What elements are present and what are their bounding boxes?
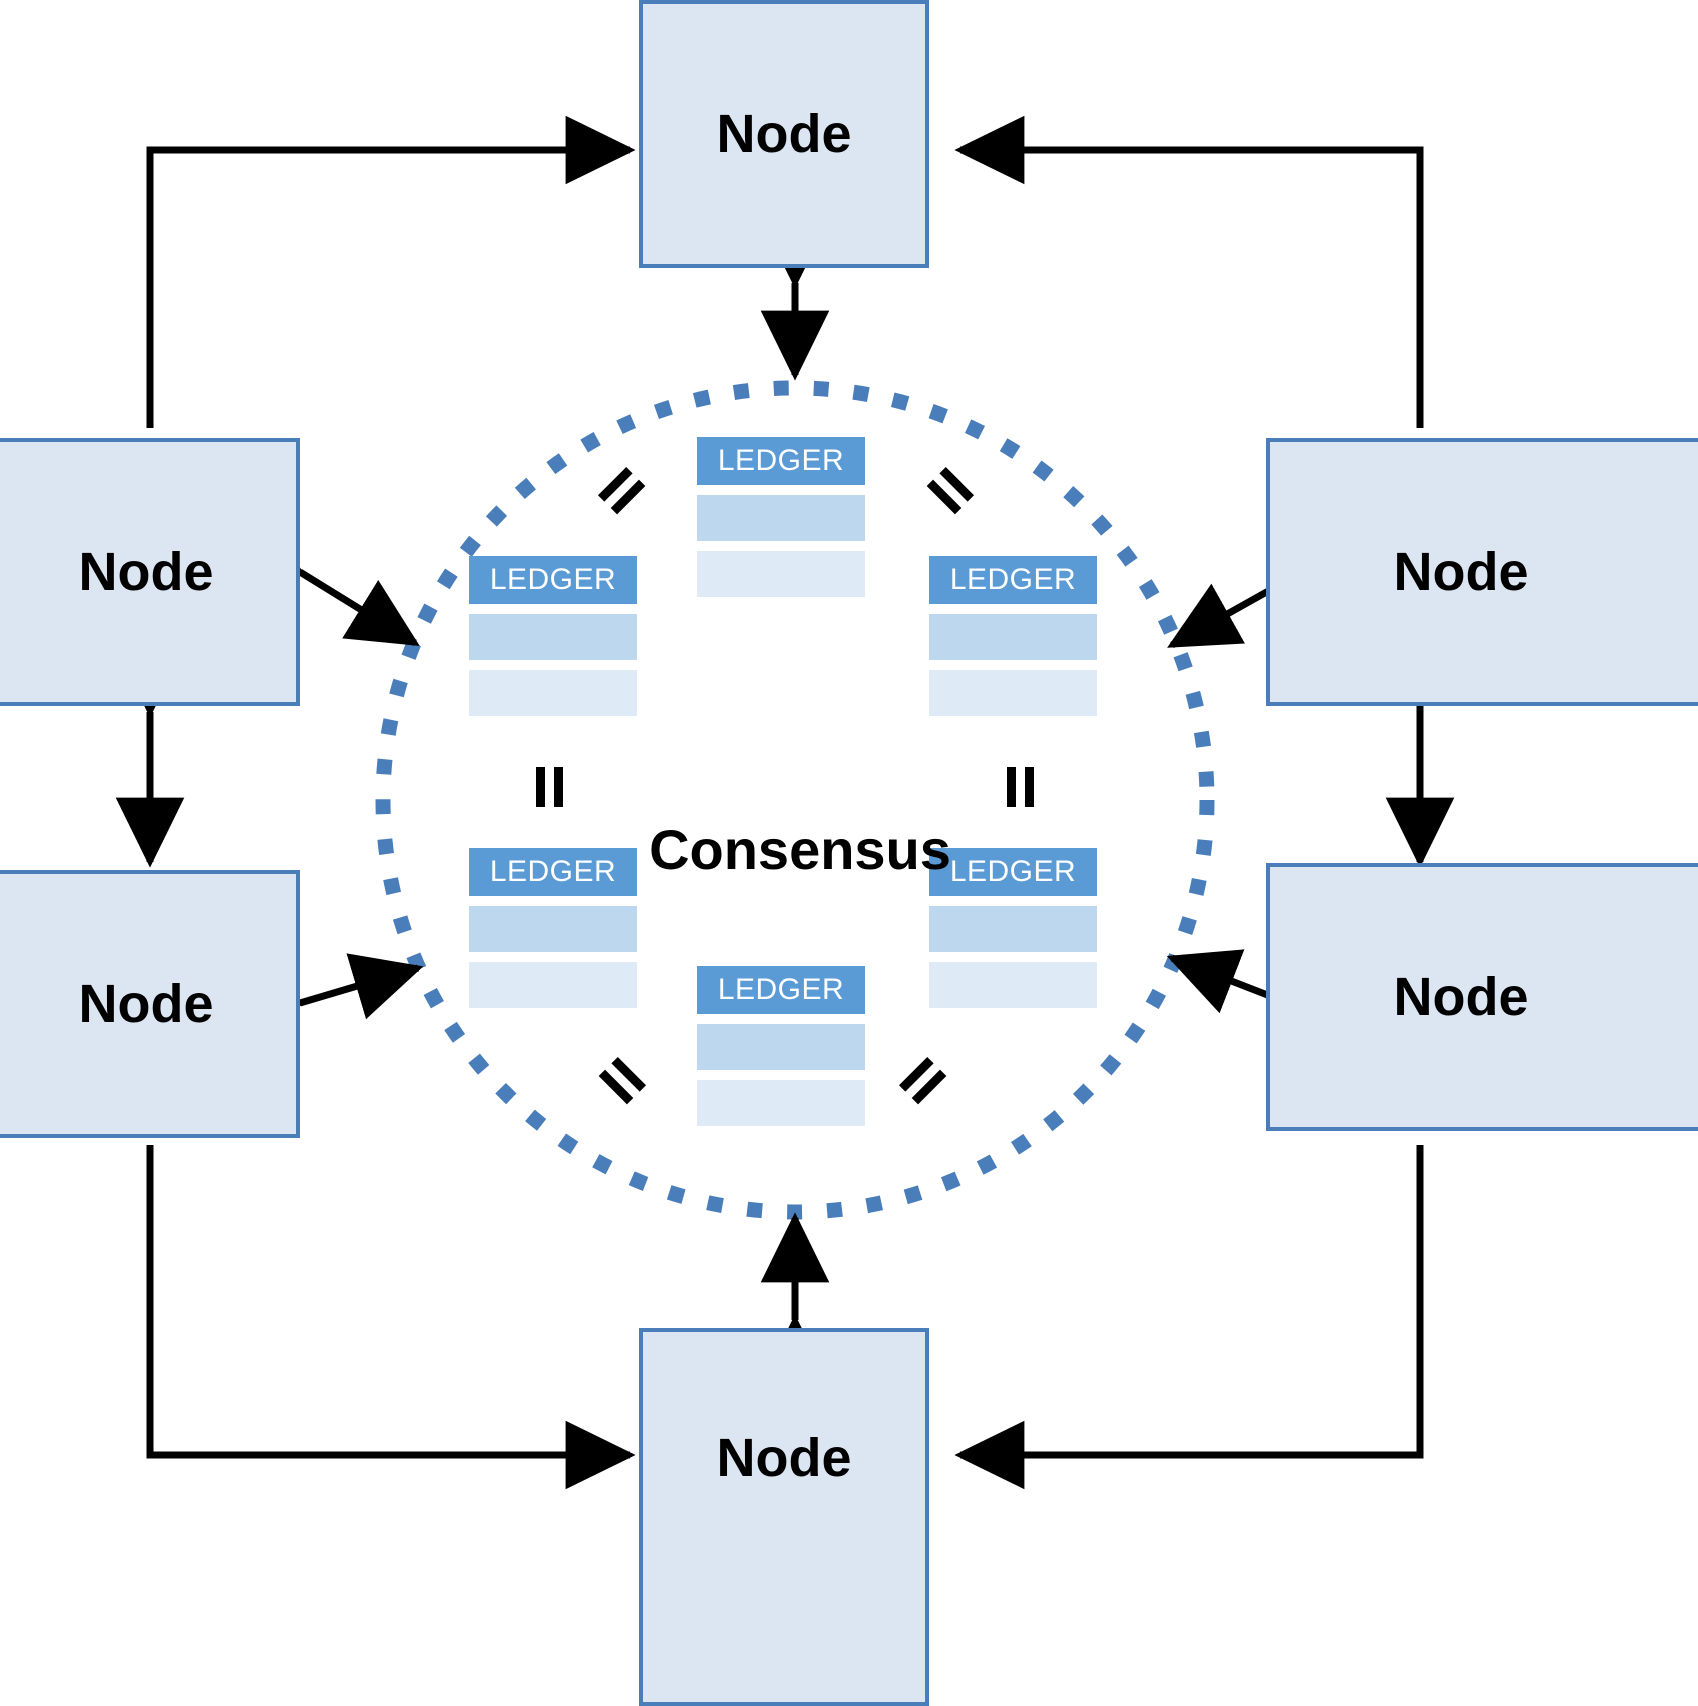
ledger-row-2	[697, 1080, 865, 1126]
ledger-stack-lower-right[interactable]: LEDGER	[929, 848, 1097, 1008]
node-label: Node	[716, 1428, 852, 1488]
node-box-bottom[interactable]: Node	[639, 1328, 929, 1706]
arrow-left-lower-node-to-consensus	[228, 953, 424, 1055]
ledger-row-2	[697, 551, 865, 597]
arrow-right-upper-to-top	[954, 115, 1424, 428]
node-box-top[interactable]: Node	[639, 0, 929, 268]
ledger-row-2	[929, 670, 1097, 716]
ledger-row-2	[469, 962, 637, 1008]
equals-icon-mid-left	[531, 767, 567, 807]
node-box-left-lower[interactable]: Node	[0, 870, 300, 1138]
ledger-row-2	[469, 670, 637, 716]
equals-icon-bottom-left	[595, 1054, 649, 1108]
node-label: Node	[78, 974, 214, 1034]
ledger-row-1	[469, 614, 637, 660]
ledger-stack-top[interactable]: LEDGER	[697, 437, 865, 597]
node-label: Node	[1393, 967, 1529, 1027]
node-label: Node	[716, 104, 852, 164]
ledger-stack-upper-right[interactable]: LEDGER	[929, 556, 1097, 716]
node-box-right-upper[interactable]: Node	[1266, 438, 1698, 706]
ledger-stack-bottom[interactable]: LEDGER	[697, 966, 865, 1126]
ledger-row-1	[697, 1024, 865, 1070]
consensus-label: Consensus	[649, 818, 951, 881]
ledger-header: LEDGER	[469, 848, 637, 896]
ledger-row-1	[929, 614, 1097, 660]
ledger-header: LEDGER	[929, 848, 1097, 896]
ledger-stack-lower-left[interactable]: LEDGER	[469, 848, 637, 1008]
equals-icon-mid-right	[1002, 767, 1038, 807]
ledger-row-2	[929, 962, 1097, 1008]
ledger-header: LEDGER	[697, 966, 865, 1014]
node-box-right-lower[interactable]: Node	[1266, 863, 1698, 1131]
ledger-header: LEDGER	[469, 556, 637, 604]
ledger-row-1	[697, 495, 865, 541]
equals-icon-top-left	[595, 464, 649, 518]
ledger-header: LEDGER	[929, 556, 1097, 604]
equals-icon-bottom-right	[896, 1054, 950, 1108]
equals-icon-top-right	[923, 464, 977, 518]
arrow-left-upper-to-top	[146, 115, 636, 428]
node-label: Node	[1393, 542, 1529, 602]
arrow-right-lower-to-bottom	[954, 1145, 1424, 1490]
ledger-row-1	[469, 906, 637, 952]
arrow-left-lower-to-bottom	[146, 1145, 636, 1490]
ledger-stack-upper-left[interactable]: LEDGER	[469, 556, 637, 716]
arrow-left-upper-node-to-consensus	[227, 508, 420, 646]
node-label: Node	[78, 542, 214, 602]
ledger-header: LEDGER	[697, 437, 865, 485]
ledger-row-1	[929, 906, 1097, 952]
node-box-left-upper[interactable]: Node	[0, 438, 300, 706]
